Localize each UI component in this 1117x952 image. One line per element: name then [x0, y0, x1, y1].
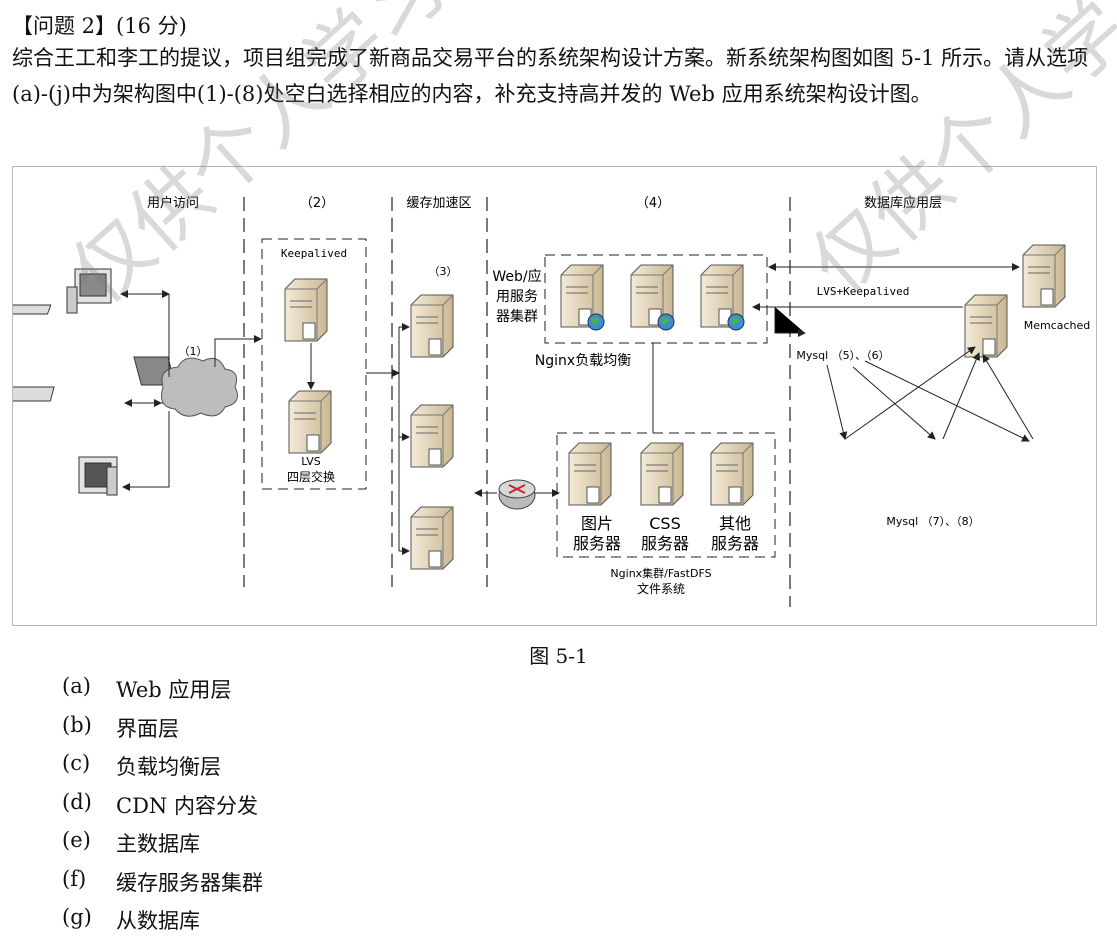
- router-icon: [498, 479, 536, 510]
- mysql-56-label: Mysql （5）、（6）: [796, 349, 889, 362]
- laptop-icon: [13, 356, 177, 402]
- blank-3-label: （3）: [429, 265, 458, 278]
- lvs-db-server-icon: [964, 294, 1008, 358]
- css-server-line1: CSS: [649, 514, 680, 533]
- lvs-server-icon: [288, 390, 332, 454]
- globe-icon: [727, 313, 745, 331]
- option-item: (a)Web 应用层: [62, 674, 232, 702]
- cache-server-2-icon: [410, 404, 454, 468]
- section-blank-4: （4）: [636, 196, 670, 211]
- workstation-icon: [78, 456, 118, 496]
- cache-server-1-icon: [410, 294, 454, 358]
- lvs-keepalived-label: LVS+Keepalived: [817, 285, 910, 298]
- image-server-icon: [568, 442, 612, 506]
- section-blank-2: （2）: [300, 196, 334, 211]
- desktop-computer-icon: [13, 268, 112, 315]
- section-cache-zone: 缓存加速区: [406, 196, 471, 211]
- option-list: (a)Web 应用层 (b)界面层 (c)负载均衡层 (d)CDN 内容分发 (…: [62, 674, 263, 944]
- css-server-icon: [640, 442, 684, 506]
- cache-server-3-icon: [410, 506, 454, 570]
- globe-icon: [657, 313, 675, 331]
- architecture-figure: 用户访问 （2） 缓存加速区 （4） 数据库应用层 （1） Keepalived…: [12, 166, 1097, 626]
- keepalived-server-icon: [284, 278, 328, 342]
- web-cluster-line3: 器集群: [496, 308, 538, 325]
- other-server-line2: 服务器: [711, 534, 759, 553]
- column-separators: [243, 197, 791, 607]
- keepalived-label: Keepalived: [281, 247, 347, 260]
- option-item: (f)缓存服务器集群: [62, 866, 263, 895]
- memcached-label: Memcached: [1024, 319, 1091, 332]
- option-item: (b)界面层: [62, 712, 179, 741]
- option-item: (d)CDN 内容分发: [62, 789, 258, 818]
- lvs-sub-label: 四层交换: [287, 469, 335, 484]
- img-server-line1: 图片: [581, 514, 613, 533]
- web-cluster-line1: Web/应: [492, 268, 541, 285]
- fastdfs-line2: 文件系统: [637, 581, 685, 596]
- question-heading: 【问题 2】(16 分): [12, 14, 187, 38]
- option-item: (g)从数据库: [62, 905, 200, 933]
- other-server-line1: 其他: [719, 514, 751, 533]
- web-cluster-line2: 用服务: [496, 289, 538, 305]
- option-item: (c)负载均衡层: [62, 751, 221, 779]
- css-server-line2: 服务器: [641, 534, 689, 553]
- option-item: (e)主数据库: [62, 828, 200, 856]
- fastdfs-line1: Nginx集群/FastDFS: [610, 566, 711, 580]
- section-user-access: 用户访问: [147, 195, 199, 211]
- blank-1-label: （1）: [179, 345, 208, 358]
- question-paragraph: 综合王工和李工的提议，项目组完成了新商品交易平台的系统架构设计方案。新系统架构图…: [12, 46, 1089, 106]
- nginx-lb-label: Nginx负载均衡: [535, 353, 631, 369]
- globe-icon: [587, 313, 605, 331]
- memcached-server-icon: [1022, 244, 1066, 308]
- other-server-icon: [710, 442, 754, 506]
- internet-cloud-icon: [161, 357, 238, 417]
- lvs-label: LVS: [301, 455, 320, 468]
- img-server-line2: 服务器: [573, 534, 621, 553]
- section-db-layer: 数据库应用层: [864, 195, 942, 211]
- mysql-78-label: Mysql （7）、（8）: [886, 515, 979, 528]
- figure-caption: 图 5-1: [529, 644, 588, 668]
